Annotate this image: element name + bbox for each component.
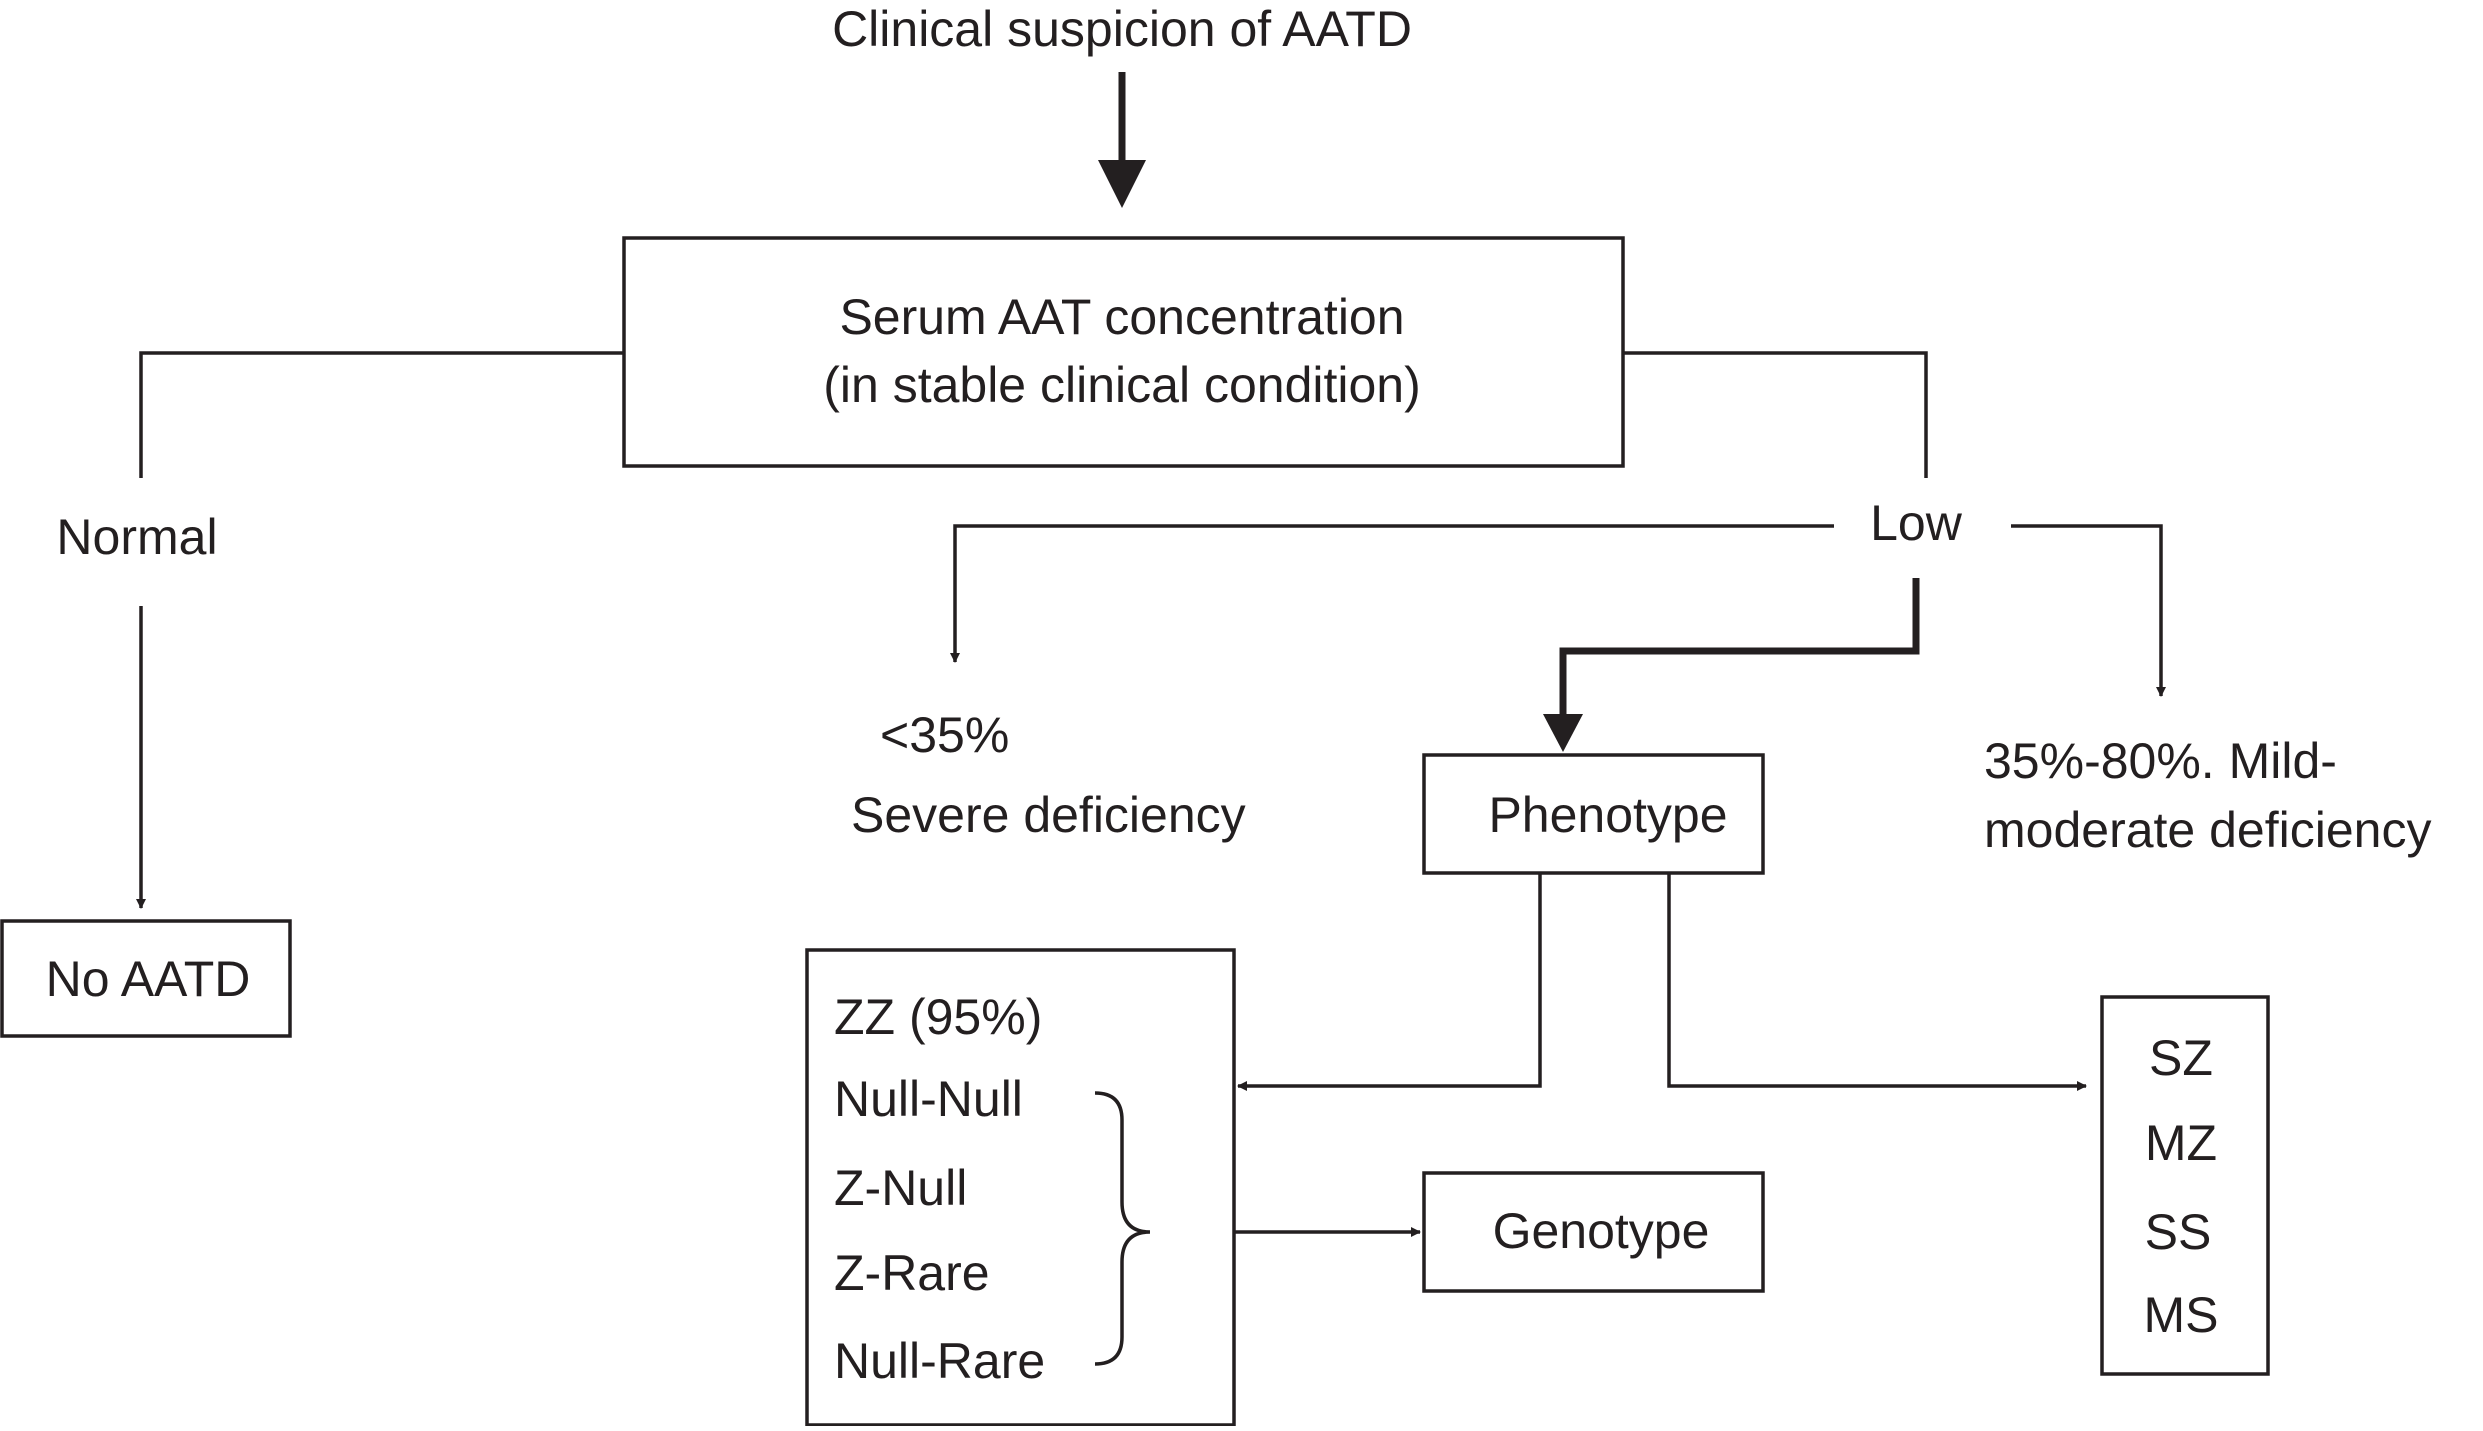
phenotype-label: Phenotype xyxy=(1488,787,1727,843)
right-phenotype-item: MS xyxy=(2144,1287,2219,1343)
normal-label: Normal xyxy=(56,509,217,565)
left-phenotype-item: Z-Rare xyxy=(834,1245,990,1301)
connector-low-to-phenotype xyxy=(1559,578,1920,718)
phenotype-arrow-head xyxy=(1543,714,1583,752)
left-phenotype-item: Z-Null xyxy=(834,1160,967,1216)
phenotype-box xyxy=(1422,753,1765,875)
grouping-brace xyxy=(1094,1091,1151,1366)
left-phenotype-item: Null-Null xyxy=(834,1071,1023,1127)
arrow-low-to-severe xyxy=(950,524,1834,663)
right-phenotype-item: MZ xyxy=(2145,1115,2217,1171)
left-phenotype-item: ZZ (95%) xyxy=(834,989,1042,1045)
serum-aat-box xyxy=(622,236,1625,468)
right-phenotype-item: SZ xyxy=(2149,1030,2213,1086)
mild-line1: 35%-80%. Mild- xyxy=(1984,733,2337,789)
no-aatd-box xyxy=(0,919,292,1038)
start-arrow-head xyxy=(1098,160,1146,208)
no-aatd-label: No AATD xyxy=(46,951,251,1007)
low-label: Low xyxy=(1870,495,1963,551)
connector-serum-to-normal xyxy=(139,351,624,478)
start-label: Clinical suspicion of AATD xyxy=(832,1,1412,57)
severe-line2: Severe deficiency xyxy=(851,787,1246,843)
left-phenotype-item: Null-Rare xyxy=(834,1333,1045,1389)
serum-aat-line1: Serum AAT concentration xyxy=(839,289,1404,345)
arrow-phenotype-to-left-list xyxy=(1237,873,1542,1091)
arrow-phenotype-to-right-list xyxy=(1667,873,2087,1091)
severe-line1: <35% xyxy=(880,707,1009,763)
serum-aat-line2: (in stable clinical condition) xyxy=(823,357,1421,413)
genotype-label: Genotype xyxy=(1493,1203,1710,1259)
mild-line2: moderate deficiency xyxy=(1984,802,2431,858)
left-phenotype-box xyxy=(805,948,1236,1427)
arrow-low-to-mild xyxy=(2011,524,2166,697)
right-phenotype-box xyxy=(2100,995,2270,1376)
right-phenotype-item: SS xyxy=(2145,1204,2212,1260)
genotype-box xyxy=(1422,1171,1765,1293)
connector-serum-to-low xyxy=(1623,351,1928,478)
